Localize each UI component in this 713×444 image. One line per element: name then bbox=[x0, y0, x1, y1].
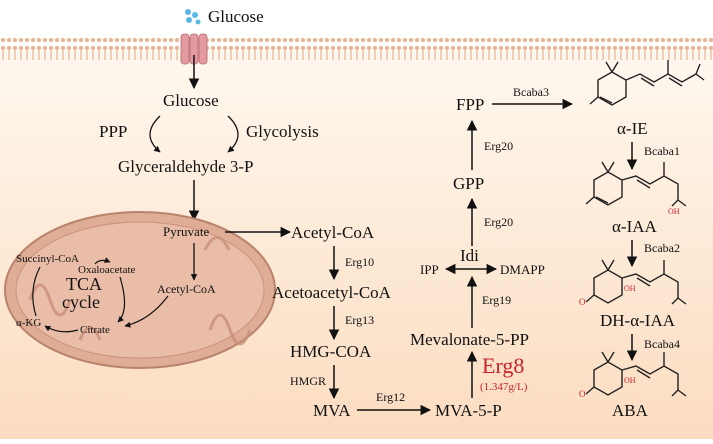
arrow-glycolysis bbox=[227, 115, 239, 153]
erg8-titer: (1.347g/L) bbox=[480, 381, 528, 393]
tca-arc-top bbox=[94, 257, 111, 265]
bcaba3-label: Bcaba3 bbox=[513, 85, 549, 99]
oxaloacetate-label: Oxaloacetate bbox=[78, 264, 136, 276]
aba-oh-label: OH bbox=[624, 376, 636, 385]
mva-label: MVA bbox=[313, 401, 351, 420]
mva5p-label: MVA-5-P bbox=[435, 401, 502, 420]
ipp-label: IPP bbox=[420, 262, 439, 277]
dh-alpha-iaa-label: DH-α-IAA bbox=[600, 311, 676, 330]
glucose-label: Glucose bbox=[163, 91, 219, 110]
erg19-label: Erg19 bbox=[482, 293, 511, 307]
erg13-label: Erg13 bbox=[345, 313, 374, 327]
mitochondrion bbox=[4, 211, 276, 369]
alpha-iaa-label: α-IAA bbox=[612, 217, 658, 236]
arrow-ppp bbox=[149, 115, 161, 153]
akg-label: α-KG bbox=[16, 317, 41, 329]
tca-label-line2: cycle bbox=[62, 292, 100, 312]
iaa-cooh-label: OH bbox=[668, 207, 680, 216]
erg20-a-label: Erg20 bbox=[484, 215, 513, 229]
bcaba1-label: Bcaba1 bbox=[644, 144, 680, 158]
acetoacetyl-coa-label: Acetoacetyl-CoA bbox=[272, 283, 392, 302]
alpha-ie-structure bbox=[589, 60, 705, 106]
glucose-molecule-icon bbox=[185, 9, 201, 25]
ppp-label: PPP bbox=[99, 122, 127, 141]
aba-label: ABA bbox=[612, 401, 649, 420]
dh-iaa-oh-label: OH bbox=[624, 284, 636, 293]
dh-iaa-keto-label: O bbox=[579, 297, 586, 307]
arrow-acetylcoa-citrate bbox=[124, 295, 169, 328]
succinyl-coa-label: Succinyl-CoA bbox=[16, 253, 79, 265]
g3p-label: Glyceraldehyde 3-P bbox=[118, 157, 253, 176]
tca-cycle-arc-left bbox=[32, 266, 41, 317]
bcaba2-label: Bcaba2 bbox=[644, 241, 680, 255]
tca-arc-right bbox=[117, 276, 126, 323]
mito-acetyl-coa-label: Acetyl-CoA bbox=[157, 282, 216, 296]
bcaba4-label: Bcaba4 bbox=[644, 337, 680, 351]
pyruvate-label: Pyruvate bbox=[163, 224, 209, 239]
aba-structure bbox=[585, 351, 687, 397]
alpha-ie-label: α-IE bbox=[617, 119, 648, 138]
erg20-b-label: Erg20 bbox=[484, 139, 513, 153]
glucose-transporter-icon bbox=[180, 33, 208, 65]
dh-alpha-iaa-structure bbox=[585, 259, 687, 305]
erg8-label: Erg8 bbox=[482, 353, 524, 378]
acetyl-coa-label: Acetyl-CoA bbox=[291, 223, 375, 242]
extracellular-glucose-label: Glucose bbox=[208, 7, 264, 26]
fpp-label: FPP bbox=[456, 95, 484, 114]
dmapp-label: DMAPP bbox=[500, 262, 545, 277]
gpp-label: GPP bbox=[453, 174, 484, 193]
idi-label: Idi bbox=[460, 246, 479, 265]
hmgr-label: HMGR bbox=[290, 374, 326, 388]
erg12-label: Erg12 bbox=[376, 390, 405, 404]
glycolysis-label: Glycolysis bbox=[246, 122, 319, 141]
alpha-iaa-structure bbox=[585, 161, 687, 207]
cell-membrane bbox=[0, 38, 713, 60]
citrate-label: Citrate bbox=[80, 324, 110, 336]
tca-arc-bottom bbox=[44, 325, 79, 333]
tca-label-line1: TCA bbox=[66, 274, 102, 294]
aba-keto-label: O bbox=[579, 389, 586, 399]
hmg-coa-label: HMG-COA bbox=[290, 342, 372, 361]
mevalonate5pp-label: Mevalonate-5-PP bbox=[410, 330, 529, 349]
erg10-label: Erg10 bbox=[345, 255, 374, 269]
